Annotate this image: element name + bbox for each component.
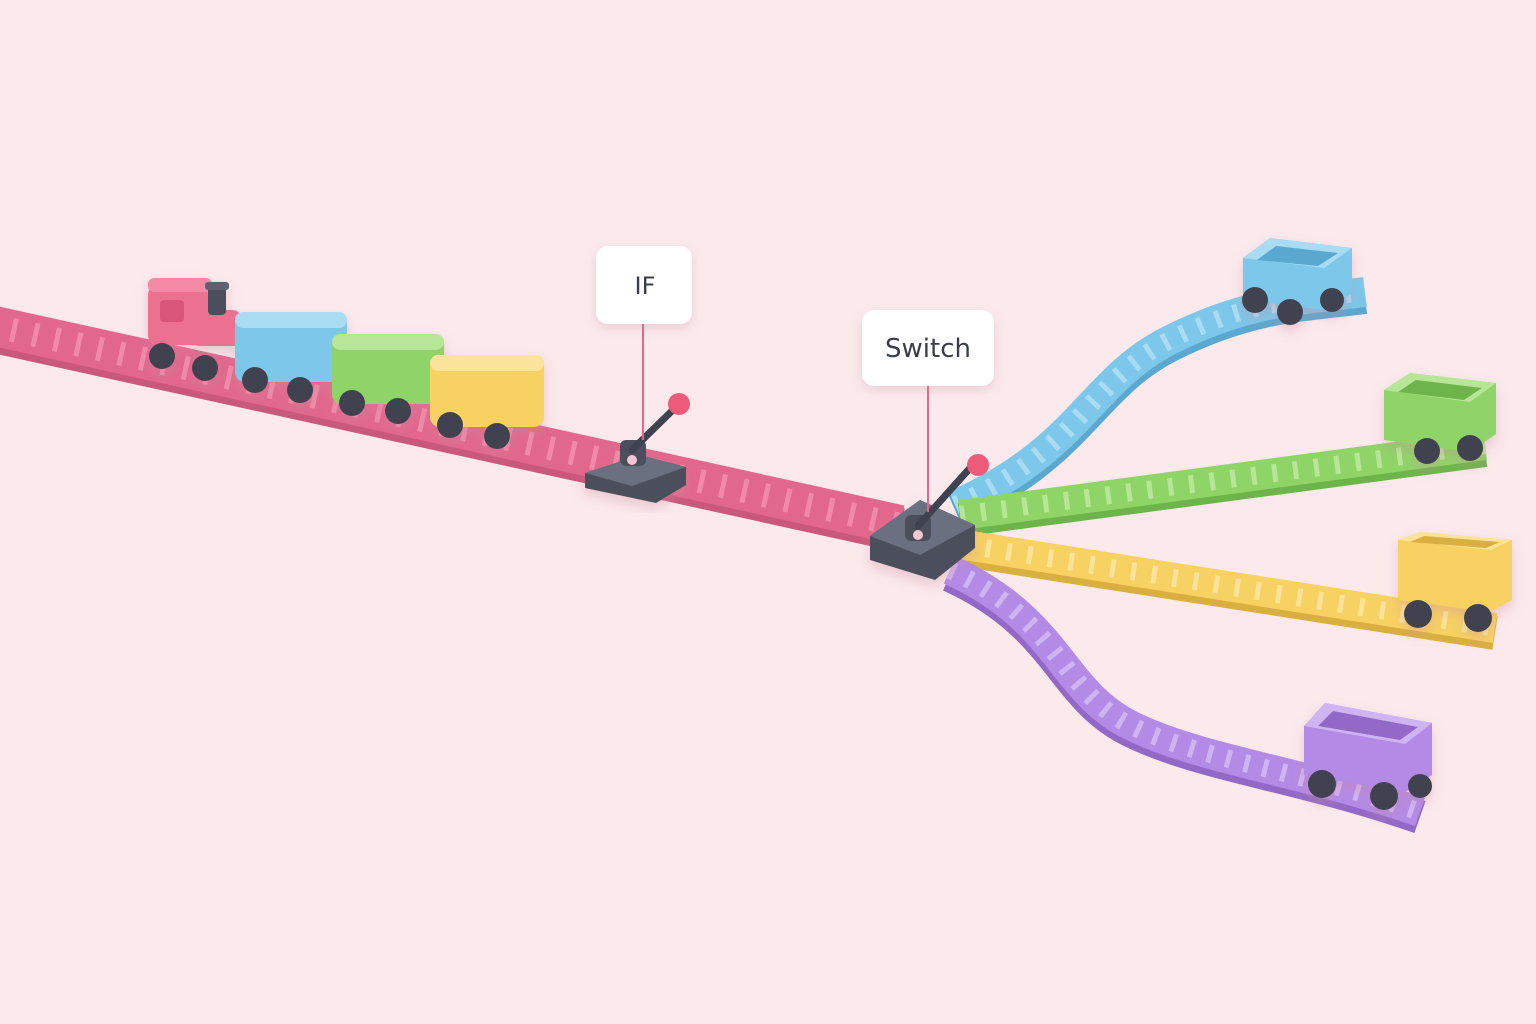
switch-sign: Switch [862,310,994,512]
if-sign: IF [596,246,692,440]
yellow-end-cart [1398,532,1512,632]
if-label: IF [635,272,656,300]
switch-lever[interactable] [870,454,989,580]
green-cargo-car [332,334,444,424]
purple-end-cart [1304,703,1432,810]
green-end-cart [1384,373,1496,464]
if-lever[interactable] [585,393,690,503]
train [148,278,544,449]
green-track [957,430,1488,537]
track-layer [0,277,1498,834]
blue-end-cart [1242,238,1352,325]
lever-switch-icon [620,393,690,466]
switch-label: Switch [885,334,971,364]
toy-locomotive-icon [148,278,242,381]
blue-cargo-car [235,312,347,403]
lever-switch-icon [905,454,989,541]
yellow-cargo-car [430,355,544,449]
